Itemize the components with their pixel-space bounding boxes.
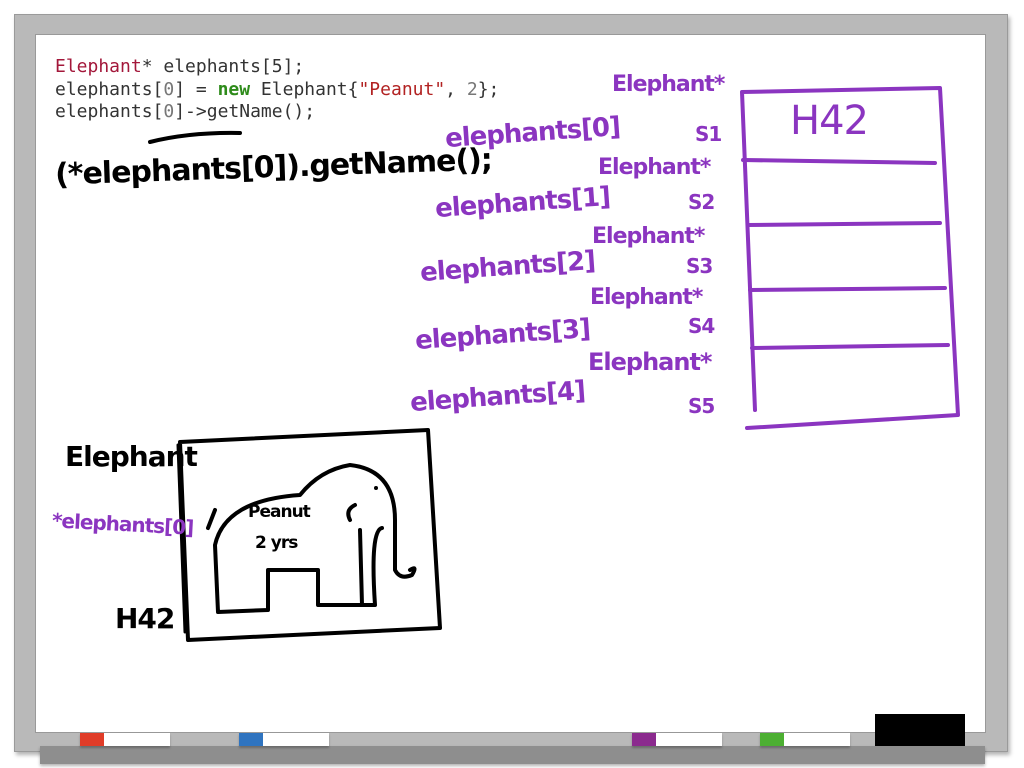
code-text: ] =	[174, 78, 218, 100]
code-string: "Peanut"	[358, 78, 446, 100]
elephant-name: Peanut	[248, 502, 311, 522]
address-label: S1	[695, 122, 722, 146]
code-text: elephants[	[55, 101, 164, 122]
code-number: 2	[466, 78, 478, 100]
elephant-age: 2 yrs	[255, 533, 298, 553]
object-address-label: H42	[115, 602, 175, 635]
code-text: elephants[	[55, 78, 164, 100]
code-text: ]->getName();	[174, 101, 316, 122]
purple-marker-cap	[632, 733, 656, 746]
address-label: S5	[688, 394, 715, 418]
slot0-value: H42	[790, 98, 869, 144]
blue-marker-cap	[239, 733, 263, 746]
memory-box-outline	[740, 86, 960, 430]
red-marker-cap	[80, 733, 104, 746]
red-marker[interactable]	[80, 733, 170, 746]
code-number: 0	[163, 78, 175, 100]
address-label: S3	[686, 254, 713, 278]
address-label: S4	[688, 314, 715, 338]
object-box-outline	[178, 428, 442, 642]
type-label: Elephant*	[592, 224, 705, 249]
code-number: 0	[163, 101, 175, 122]
address-label: S2	[688, 190, 715, 214]
code-text: Elephant{	[250, 78, 359, 100]
memory-slot-divider	[746, 221, 942, 227]
code-text: * elephants[5];	[141, 56, 305, 77]
memory-slot-divider	[750, 343, 950, 350]
eraser[interactable]	[875, 714, 965, 746]
code-type: Elephant	[55, 56, 142, 77]
code-line-2: elephants[0] = new Elephant{"Peanut", 2}…	[55, 79, 499, 102]
code-snippet: Elephant* elephants[5];elephants[0] = ne…	[55, 56, 499, 124]
type-label: Elephant*	[612, 72, 725, 97]
elephant-eye	[374, 486, 378, 490]
blue-marker[interactable]	[239, 733, 329, 746]
object-type-label: Elephant	[65, 440, 198, 473]
elephant-drawing	[206, 463, 417, 614]
code-text: ,	[445, 78, 467, 100]
purple-marker[interactable]	[632, 733, 722, 746]
type-label: Elephant*	[590, 285, 703, 310]
green-marker-cap	[760, 733, 784, 746]
code-text: };	[477, 78, 500, 100]
memory-slot-divider	[748, 286, 947, 292]
object-bracket	[176, 443, 187, 634]
memory-slot-divider	[741, 158, 937, 165]
whiteboard-canvas[interactable]	[35, 34, 986, 733]
code-keyword: new	[217, 78, 251, 100]
code-line-1: Elephant* elephants[5];	[55, 56, 499, 79]
type-label: Elephant*	[598, 155, 711, 180]
green-marker[interactable]	[760, 733, 850, 746]
type-label: Elephant*	[588, 348, 712, 376]
marker-tray	[40, 746, 985, 764]
code-line-3: elephants[0]->getName();	[55, 101, 499, 124]
underline-arrow-stroke	[148, 130, 242, 144]
